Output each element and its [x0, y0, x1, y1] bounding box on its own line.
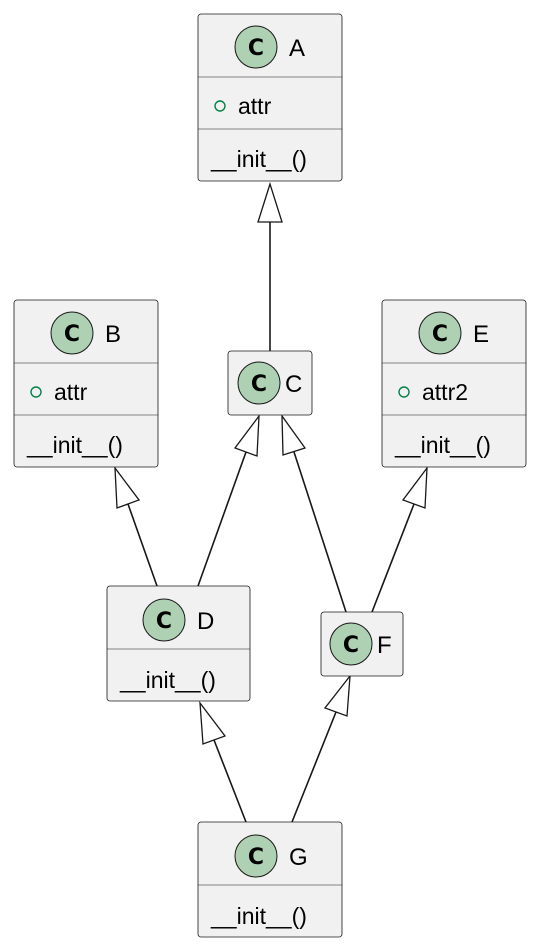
- inheritance-arrowhead: [323, 673, 351, 717]
- class-c[interactable]: C C: [227, 350, 313, 416]
- class-name: E: [473, 321, 489, 348]
- edge-g-to-d: [199, 700, 247, 823]
- inheritance-arrowhead: [114, 465, 141, 509]
- method: __init__(): [119, 667, 216, 693]
- edge-d-to-b: [114, 465, 158, 587]
- attribute: attr: [238, 93, 272, 119]
- svg-text:C: C: [248, 845, 264, 870]
- inheritance-arrowhead: [233, 413, 260, 457]
- class-c-icon: C: [237, 361, 281, 405]
- method: __init__(): [394, 432, 491, 458]
- public-visibility-icon: [214, 100, 226, 112]
- class-c-icon: C: [329, 622, 373, 666]
- class-g[interactable]: C G __init__(): [197, 821, 343, 938]
- svg-text:C: C: [432, 322, 448, 347]
- class-name: C: [285, 371, 302, 398]
- class-name: A: [289, 35, 305, 62]
- class-c-icon: C: [234, 25, 278, 69]
- inheritance-arrowhead: [257, 181, 283, 223]
- method: __init__(): [210, 146, 307, 172]
- class-c-icon: C: [234, 834, 278, 878]
- inheritance-arrowhead: [281, 413, 307, 456]
- attribute: attr2: [422, 379, 468, 405]
- class-e[interactable]: C E attr2 __init__(): [381, 299, 527, 468]
- class-c-icon: C: [418, 311, 462, 355]
- attribute: attr: [54, 379, 88, 405]
- method: __init__(): [210, 903, 307, 929]
- inheritance-arrowhead: [199, 700, 227, 745]
- class-a[interactable]: C A attr __init__(): [197, 13, 343, 182]
- public-visibility-icon: [30, 386, 42, 398]
- edge-f-to-c: [281, 413, 347, 613]
- class-name: B: [105, 321, 121, 348]
- svg-text:C: C: [248, 36, 264, 61]
- class-c-icon: C: [142, 598, 186, 642]
- class-d[interactable]: C D __init__(): [106, 585, 251, 702]
- class-name: F: [377, 632, 392, 659]
- edge-c-to-a: [257, 181, 283, 352]
- inheritance-arrowhead: [401, 465, 428, 509]
- svg-text:C: C: [64, 322, 80, 347]
- class-name: G: [289, 844, 308, 871]
- public-visibility-icon: [398, 386, 410, 398]
- class-b[interactable]: C B attr __init__(): [13, 299, 159, 468]
- edge-d-to-c: [197, 413, 260, 587]
- svg-text:C: C: [251, 372, 267, 397]
- edge-f-to-e: [371, 465, 428, 613]
- class-c-icon: C: [50, 311, 94, 355]
- svg-text:C: C: [156, 609, 172, 634]
- edge-g-to-f: [291, 673, 351, 823]
- class-f[interactable]: C F: [320, 611, 404, 677]
- method: __init__(): [26, 432, 123, 458]
- svg-text:C: C: [343, 633, 359, 658]
- class-name: D: [197, 608, 214, 635]
